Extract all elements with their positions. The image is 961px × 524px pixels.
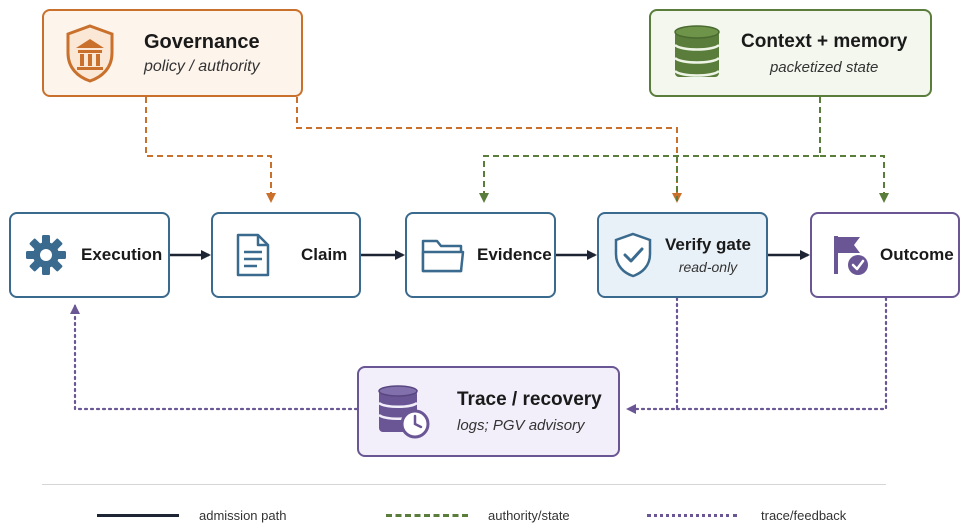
execution-node: Execution [9, 212, 170, 298]
edge-trace-execution [70, 304, 359, 411]
flag-check-icon [830, 233, 870, 277]
database-clock-icon [377, 384, 431, 440]
execution-title: Execution [81, 245, 163, 264]
edge-context-outcome [820, 155, 889, 203]
edge-governance-claim [145, 97, 276, 203]
verify-gate-node: Verify gate read-only [597, 212, 768, 298]
shield-check-icon [613, 232, 653, 278]
legend-dotted-line [647, 513, 737, 517]
governance-title: Governance [144, 30, 260, 53]
legend-admission-label: admission path [199, 507, 287, 523]
legend-authority: authority/state [386, 506, 570, 524]
legend-admission: admission path [97, 506, 286, 524]
context-subtitle: packetized state [769, 58, 879, 76]
edge-context-evidence [479, 97, 821, 203]
outcome-title: Outcome [880, 245, 954, 264]
edge-outcome-trace [675, 296, 888, 411]
governance-edges [145, 97, 682, 203]
legend-trace-label: trace/feedback [761, 507, 847, 523]
authority-edges [479, 97, 889, 203]
claim-node: Claim [211, 212, 361, 298]
document-icon [235, 232, 271, 278]
evidence-node: Evidence [405, 212, 556, 298]
legend-dashed-line [386, 513, 468, 517]
gear-icon [25, 234, 67, 276]
verify-title: Verify gate [665, 235, 751, 254]
legend-divider [42, 484, 886, 485]
trace-title: Trace / recovery [457, 389, 602, 410]
database-icon [673, 25, 721, 81]
governance-node: Governance policy / authority [42, 9, 303, 97]
context-title: Context + memory [741, 30, 908, 52]
verify-subtitle: read-only [678, 259, 738, 275]
bank-shield-icon [64, 23, 116, 83]
claim-title: Claim [301, 245, 348, 264]
edge-verify-trace [626, 296, 679, 414]
folder-icon [421, 235, 465, 275]
trace-subtitle: logs; PGV advisory [457, 417, 585, 434]
context-memory-node: Context + memory packetized state [649, 9, 932, 97]
governance-subtitle: policy / authority [144, 57, 260, 75]
legend-authority-label: authority/state [488, 507, 570, 523]
legend-solid-line [97, 513, 179, 517]
legend-trace: trace/feedback [647, 506, 846, 524]
edge-governance-verify [296, 97, 682, 203]
trace-recovery-node: Trace / recovery logs; PGV advisory [357, 366, 620, 457]
outcome-node: Outcome [810, 212, 960, 298]
evidence-title: Evidence [477, 245, 552, 264]
